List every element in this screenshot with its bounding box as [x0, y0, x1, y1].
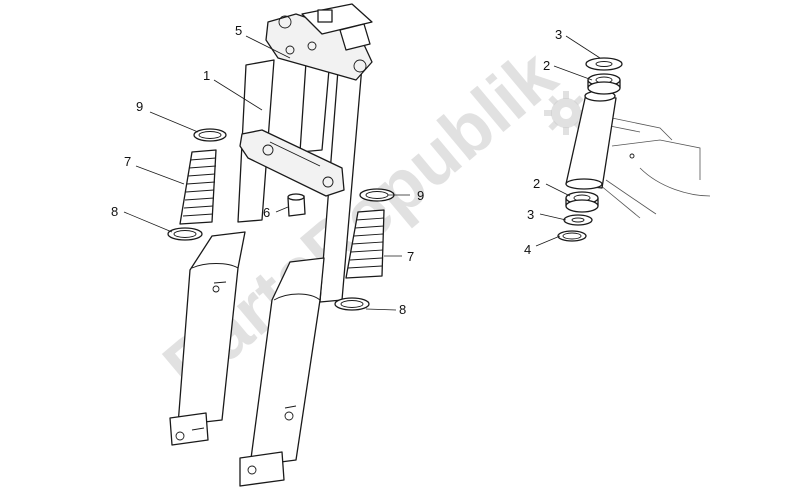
leader-1 [213, 79, 263, 111]
leader-lines [123, 35, 601, 311]
bottom-bearing [565, 191, 599, 213]
leader-2a [553, 65, 593, 81]
leader-5 [245, 35, 291, 59]
callout-2: 2 [543, 58, 550, 73]
callout-1: 1 [203, 68, 210, 83]
seal-ring-left [167, 227, 203, 241]
callout-9: 9 [136, 99, 143, 114]
bush [287, 193, 306, 217]
callout-5: 5 [235, 23, 242, 38]
leader-3a [565, 35, 601, 59]
callout-2: 2 [533, 176, 540, 191]
upper-triple-clamp [265, 3, 373, 81]
top-bearing-washer [585, 57, 623, 71]
callout-6: 6 [263, 205, 270, 220]
callout-8: 8 [111, 204, 118, 219]
bottom-seal [557, 230, 587, 242]
watermark-gear-icon [544, 91, 588, 135]
lower-triple-clamp [239, 129, 345, 197]
seal-ring-right [334, 297, 370, 311]
dust-boot-right [345, 209, 385, 279]
callout-9: 9 [417, 188, 424, 203]
leader-7a [135, 165, 185, 185]
callout-7: 7 [124, 154, 131, 169]
circlip-left [193, 128, 227, 142]
fork-leg-left [169, 59, 275, 446]
leader-3b [539, 213, 567, 221]
steering-stem [299, 57, 331, 153]
leader-8a [123, 211, 173, 233]
dust-boot-left [179, 149, 217, 225]
leader-4 [535, 235, 561, 247]
callout-3: 3 [527, 207, 534, 222]
bottom-washer [563, 214, 593, 226]
callout-labels: 5 1 9 7 8 6 9 7 8 3 2 2 3 4 [111, 23, 562, 317]
leader-2b [545, 183, 571, 197]
callout-8: 8 [399, 302, 406, 317]
callout-4: 4 [524, 242, 531, 257]
leader-6 [275, 206, 289, 213]
leader-9a [149, 111, 199, 133]
callout-3: 3 [555, 27, 562, 42]
leader-8b [365, 308, 397, 311]
top-bearing [587, 73, 621, 95]
callout-7: 7 [407, 249, 414, 264]
